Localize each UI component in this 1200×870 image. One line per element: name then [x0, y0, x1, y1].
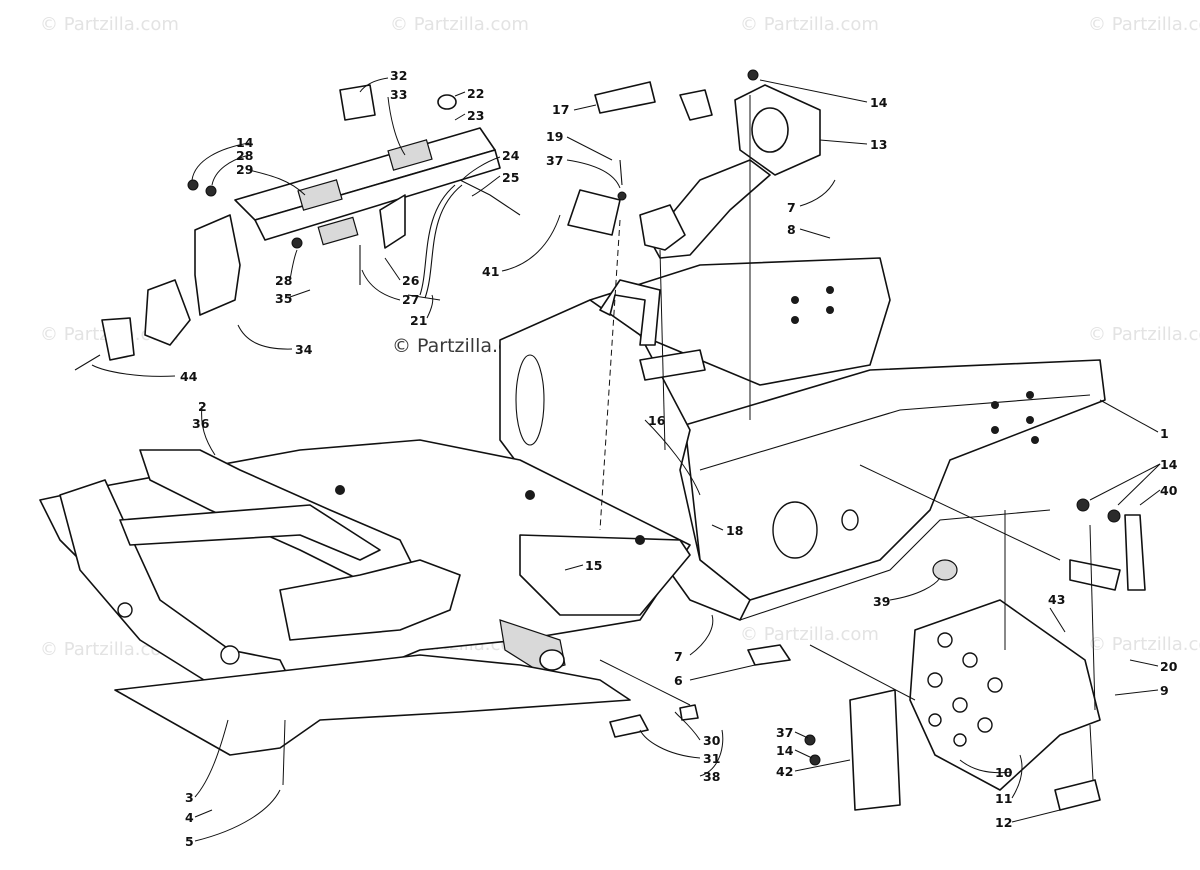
upper-console	[187, 84, 521, 301]
callout-7-lower: 7	[674, 649, 683, 664]
callout-14: 14	[236, 135, 254, 150]
callout-37-lower: 37	[776, 725, 793, 740]
callout-41: 41	[482, 264, 499, 279]
callout-12: 12	[995, 815, 1012, 830]
callout-14-right: 14	[1160, 457, 1178, 472]
callout-38: 38	[703, 769, 720, 784]
side-brackets	[74, 214, 241, 371]
callout-21: 21	[410, 313, 427, 328]
callout-37: 37	[546, 153, 563, 168]
callout-13: 13	[870, 137, 887, 152]
watermark-mid-far-right: © Partzilla.com	[1088, 324, 1200, 345]
callout-44: 44	[180, 369, 198, 384]
callout-5: 5	[185, 834, 194, 849]
callout-15: 15	[585, 558, 602, 573]
callout-42: 42	[776, 764, 793, 779]
callout-23: 23	[467, 108, 484, 123]
callout-4: 4	[185, 810, 194, 825]
callout-labels: 14 28 29 32 33 22 23 24 25 26 27 28 35 2…	[180, 68, 1178, 849]
watermark-bottom-left: © Partzilla.com	[40, 639, 179, 660]
callout-31: 31	[703, 751, 720, 766]
watermark-bottom-center-right: © Partzilla.com	[740, 624, 879, 645]
callout-17: 17	[552, 102, 569, 117]
callout-6: 6	[674, 673, 683, 688]
callout-1: 1	[1160, 426, 1169, 441]
callout-10: 10	[995, 765, 1013, 780]
callout-3: 3	[185, 790, 194, 805]
callout-27: 27	[402, 292, 419, 307]
right-parts	[599, 464, 1146, 811]
callout-39: 39	[873, 594, 890, 609]
callout-19: 19	[546, 129, 563, 144]
callout-35: 35	[275, 291, 292, 306]
callout-28: 28	[236, 148, 253, 163]
callout-40: 40	[1160, 483, 1178, 498]
callout-43: 43	[1048, 592, 1065, 607]
callout-20: 20	[1160, 659, 1178, 674]
callout-9: 9	[1160, 683, 1169, 698]
front-frame	[39, 439, 691, 701]
main-chassis	[499, 257, 1106, 621]
watermark-top-center-left: © Partzilla.com	[390, 14, 529, 35]
callout-14-lower: 14	[776, 743, 794, 758]
callout-8: 8	[787, 222, 796, 237]
callout-28-lower: 28	[275, 273, 292, 288]
watermark-top-left: © Partzilla.com	[40, 14, 179, 35]
steering-post	[567, 69, 821, 531]
belly-pan	[114, 654, 631, 756]
callout-7: 7	[787, 200, 796, 215]
callout-22: 22	[467, 86, 484, 101]
callout-24: 24	[502, 148, 520, 163]
callout-26: 26	[402, 273, 420, 288]
watermark-bottom-right: © Partzilla.com	[1088, 634, 1200, 655]
callout-30: 30	[703, 733, 721, 748]
callout-32: 32	[390, 68, 407, 83]
callout-36: 36	[192, 416, 210, 431]
callout-2: 2	[198, 399, 207, 414]
callout-11: 11	[995, 791, 1012, 806]
leader-lines	[91, 77, 1161, 842]
callout-25: 25	[502, 170, 519, 185]
callout-34: 34	[295, 342, 313, 357]
callout-14-upper: 14	[870, 95, 888, 110]
callout-18: 18	[726, 523, 743, 538]
callout-29: 29	[236, 162, 253, 177]
watermark-top-center-right: © Partzilla.com	[740, 14, 879, 35]
callout-16: 16	[648, 413, 666, 428]
watermark-top-right: © Partzilla.com	[1088, 14, 1200, 35]
callout-33: 33	[390, 87, 407, 102]
